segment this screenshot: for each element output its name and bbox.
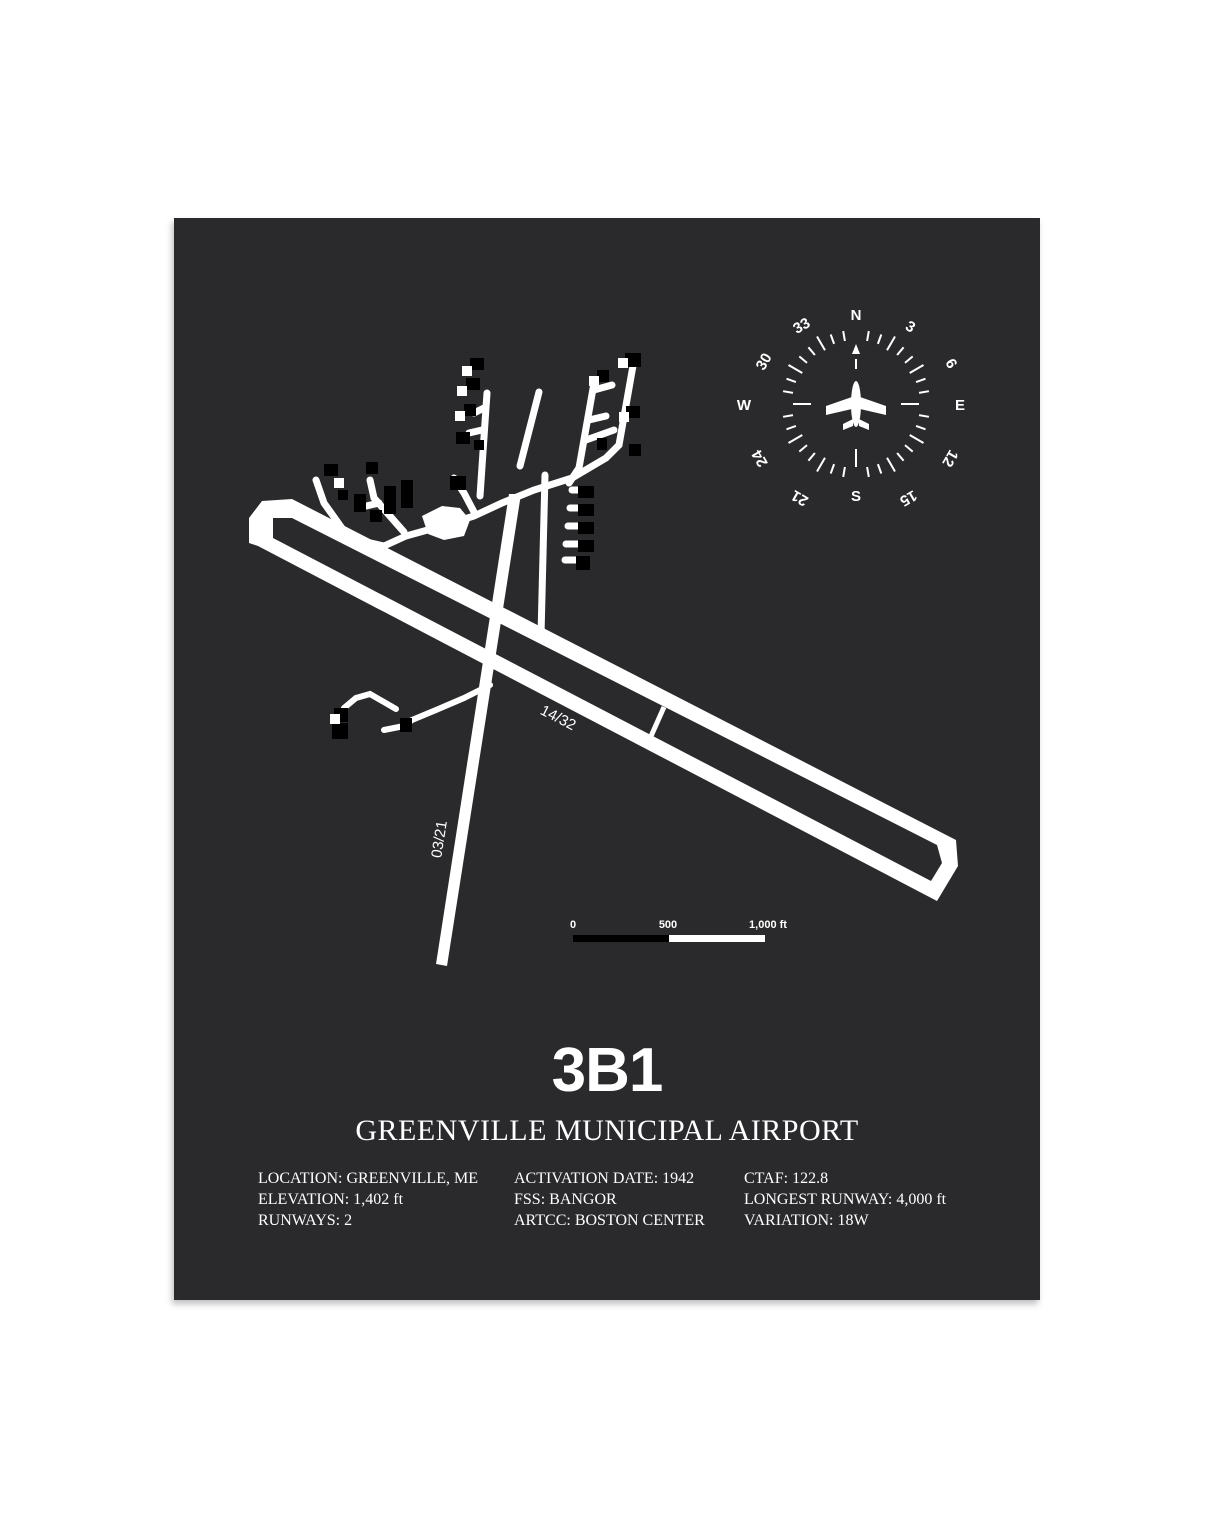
compass-rose: N E S W 3 6 12 15 21 24 30 33 [737,307,965,509]
runway-03-21 [436,494,521,966]
taxiway-southwest [341,682,493,733]
detail-location: LOCATION: GREENVILLE, ME [258,1170,478,1187]
compass-30: 30 [753,350,776,373]
compass-tick [787,364,803,374]
compass-tick [782,414,794,418]
compass-21: 21 [788,486,811,509]
compass-s: S [851,488,861,505]
compass-tick [915,424,926,431]
scale-label-500: 500 [659,919,677,931]
detail-variation: VARIATION: 18W [744,1212,869,1229]
compass-tick [915,377,926,384]
compass-tick [807,346,816,356]
compass-tick [909,434,925,444]
compass-12: 12 [938,447,961,470]
compass-tick [842,330,846,342]
buildings [324,353,641,739]
detail-artcc: ARTCC: BOSTON CENTER [514,1212,705,1229]
details-column-3: CTAF: 122.8 LONGEST RUNWAY: 4,000 ft VAR… [744,1168,946,1231]
details-column-1: LOCATION: GREENVILLE, ME ELEVATION: 1,40… [258,1168,478,1231]
compass-ticks [782,330,930,478]
compass-tick [886,457,896,473]
compass-tick [807,452,816,462]
compass-e: E [955,397,965,414]
airport-code: 3B1 [551,1036,664,1105]
compass-tick [782,390,794,394]
compass-tick [798,444,808,453]
compass-tick [829,334,836,345]
compass-tick [876,463,883,474]
compass-6: 6 [941,356,960,372]
compass-tick [896,452,905,462]
compass-tick [876,334,883,345]
airport-diagram: 14/32 03/21 TAXIWAY 0 500 1,000 ft [249,307,965,966]
compass-tick [786,377,797,384]
detail-activation-date: ACTIVATION DATE: 1942 [514,1170,695,1187]
compass-tick [866,466,870,478]
compass-33: 33 [790,315,813,338]
compass-tick [896,346,905,356]
compass-tick [904,355,914,364]
compass-tick [829,463,836,474]
compass-tick [786,424,797,431]
scale-label-1000: 1,000 ft [749,919,787,931]
compass-tick [886,335,896,351]
compass-tick [816,335,826,351]
scale-label-0: 0 [570,919,576,931]
compass-tick [909,364,925,374]
compass-tick [866,330,870,342]
compass-n: N [851,307,862,324]
compass-3: 3 [902,318,918,337]
details-column-2: ACTIVATION DATE: 1942 FSS: BANGOR ARTCC:… [514,1168,705,1231]
airport-poster: 14/32 03/21 TAXIWAY 0 500 1,000 ft [174,218,1040,1300]
compass-24: 24 [748,446,771,470]
detail-elevation: ELEVATION: 1,402 ft [258,1191,404,1208]
runway-14-32 [249,499,958,901]
compass-w: W [737,397,752,414]
scale-bar: 0 500 1,000 ft [570,919,787,942]
building-highlights [330,358,629,724]
compass-tick [904,444,914,453]
detail-ctaf: CTAF: 122.8 [744,1170,829,1187]
compass-15: 15 [897,486,920,509]
runway-label-03-21: 03/21 [428,819,451,859]
detail-runways: RUNWAYS: 2 [258,1212,353,1229]
compass-tick [918,390,930,394]
north-arrow-icon [852,344,860,354]
compass-tick [798,355,808,364]
apron [422,506,470,540]
airport-name: GREENVILLE MUNICIPAL AIRPORT [355,1114,859,1147]
compass-tick [842,466,846,478]
compass-tick [816,457,826,473]
compass-tick [918,414,930,418]
airplane-icon [826,381,886,430]
detail-longest-runway: LONGEST RUNWAY: 4,000 ft [744,1191,947,1208]
compass-tick [787,434,803,444]
detail-fss: FSS: BANGOR [514,1191,617,1208]
